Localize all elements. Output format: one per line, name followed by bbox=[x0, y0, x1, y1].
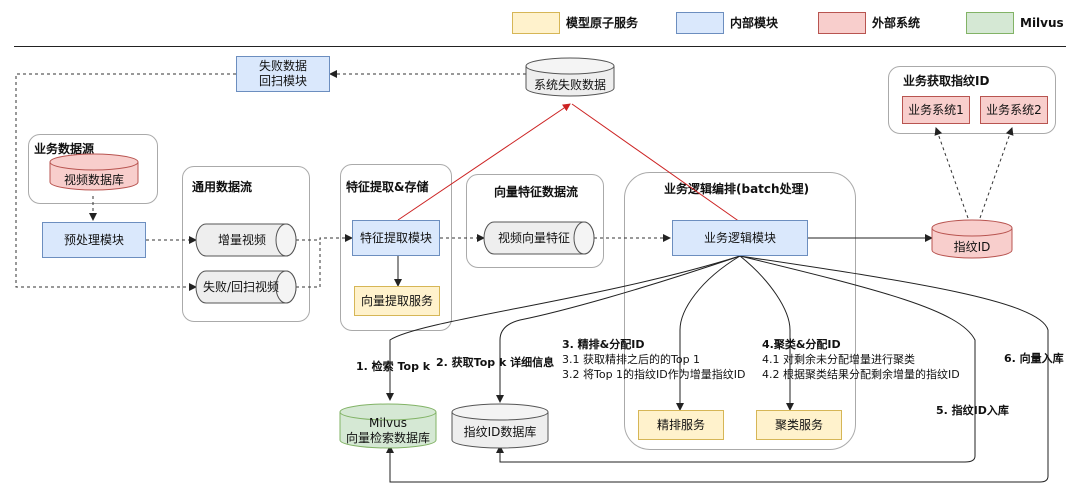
legend-swatch-milvus bbox=[966, 12, 1014, 34]
node-biz-module: 业务逻辑模块 bbox=[672, 220, 808, 256]
legend-label-milvus: Milvus bbox=[1020, 16, 1064, 30]
group-biz-logic-title: 业务逻辑编排(batch处理) bbox=[664, 182, 810, 196]
legend-label-model: 模型原子服务 bbox=[566, 16, 639, 30]
step-4-1: 4.1 对剩余未分配增量进行聚类 bbox=[762, 353, 915, 366]
edge-biz-to-fpdb bbox=[496, 255, 741, 403]
edge-biz-to-fpdb-store bbox=[496, 255, 976, 463]
edge-fp-to-sys1 bbox=[934, 127, 969, 219]
step-4-title: 4.聚类&分配ID bbox=[762, 338, 841, 351]
legend-label-internal: 内部模块 bbox=[730, 16, 779, 30]
group-vector-stream-title: 向量特征数据流 bbox=[494, 185, 579, 199]
node-milvus-line2: 向量检索数据库 bbox=[345, 431, 430, 445]
node-milvus-line1: Milvus bbox=[369, 416, 407, 430]
edge-fp-to-sys2 bbox=[979, 127, 1014, 219]
step-1-label: 1. 检索 Top k bbox=[356, 360, 431, 373]
step-3-title: 3. 精排&分配ID bbox=[562, 338, 645, 351]
node-fail-rescan: 失败数据 回扫模块 bbox=[236, 56, 330, 92]
step-3-1: 3.1 获取精排之后的的Top 1 bbox=[562, 353, 701, 366]
legend-divider bbox=[14, 46, 1066, 47]
node-vec-service: 向量提取服务 bbox=[354, 286, 440, 316]
node-fail-video: 失败/回扫视频 bbox=[202, 279, 280, 294]
node-cluster-service: 聚类服务 bbox=[756, 410, 842, 440]
group-biz-source-title: 业务数据源 bbox=[34, 142, 95, 156]
step-4-2: 4.2 根据聚类结果分配剩余增量的指纹ID bbox=[762, 368, 960, 381]
edge-rescan-to-failvideo bbox=[15, 73, 236, 291]
edge-biz-to-milvus bbox=[386, 255, 741, 401]
node-fp-db: 指纹ID数据库 bbox=[463, 424, 537, 439]
group-biz-logic bbox=[624, 172, 856, 450]
edge-biz-to-sysfail-red bbox=[571, 103, 741, 223]
edge-feature-to-sysfail-red bbox=[397, 103, 571, 221]
node-video-vec: 视频向量特征 bbox=[497, 230, 570, 245]
node-preprocess: 预处理模块 bbox=[42, 222, 146, 258]
edge-incr-to-feature bbox=[296, 234, 353, 242]
node-feature-extract: 特征提取模块 bbox=[352, 220, 440, 256]
group-feature-title: 特征提取&存储 bbox=[346, 180, 429, 194]
legend-swatch-model bbox=[512, 12, 560, 34]
edge-biz-to-cluster bbox=[739, 255, 794, 411]
step-6-label: 6. 向量入库 bbox=[1004, 352, 1064, 365]
node-incr-video: 增量视频 bbox=[217, 232, 266, 247]
legend-swatch-external bbox=[818, 12, 866, 34]
queue-shapes bbox=[195, 221, 595, 304]
node-milvus: Milvus 向量检索数据库 bbox=[340, 416, 436, 446]
group-general-stream-title: 通用数据流 bbox=[192, 180, 253, 194]
cylinder-shapes bbox=[49, 57, 1013, 449]
node-fingerprint: 指纹ID bbox=[953, 239, 991, 254]
step-3-2: 3.2 将Top 1的指纹ID作为增量指纹ID bbox=[562, 368, 746, 381]
step-2-label: 2. 获取Top k 详细信息 bbox=[436, 356, 555, 369]
node-video-db: 视频数据库 bbox=[63, 172, 124, 187]
node-rank-service: 精排服务 bbox=[638, 410, 724, 440]
node-biz-sys1: 业务系统1 bbox=[902, 96, 970, 124]
node-sys-fail: 系统失败数据 bbox=[533, 77, 606, 92]
edge-biz-to-milvus-store bbox=[386, 255, 1049, 483]
group-biz-fetch-title: 业务获取指纹ID bbox=[903, 74, 990, 88]
node-biz-sys2: 业务系统2 bbox=[980, 96, 1048, 124]
step-5-label: 5. 指纹ID入库 bbox=[936, 404, 1009, 417]
legend-swatch-internal bbox=[676, 12, 724, 34]
edge-biz-to-rank bbox=[676, 255, 741, 411]
edge-fail-to-feature bbox=[296, 238, 321, 288]
legend-label-external: 外部系统 bbox=[872, 16, 921, 30]
